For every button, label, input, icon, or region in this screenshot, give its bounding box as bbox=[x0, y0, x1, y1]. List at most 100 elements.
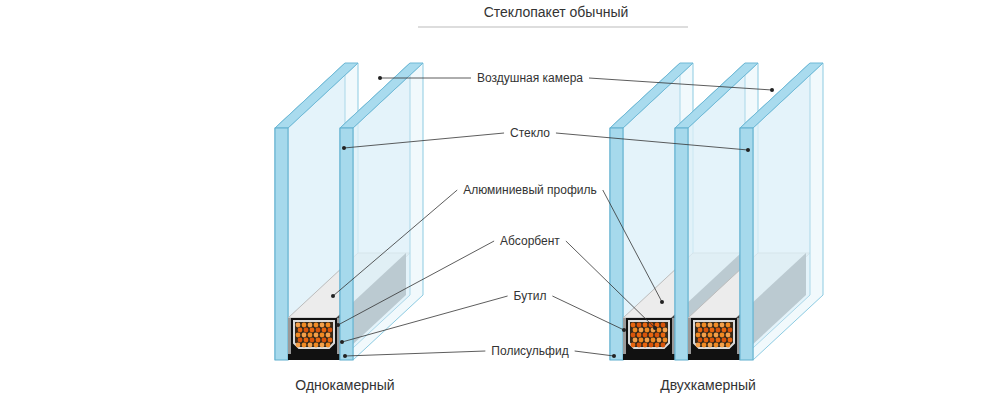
absorbent-grain bbox=[702, 333, 707, 338]
leader-dot bbox=[653, 326, 657, 330]
absorbent-grain bbox=[643, 333, 648, 338]
leader-dot bbox=[622, 328, 626, 332]
absorbent-grain bbox=[326, 333, 331, 338]
absorbent-grain bbox=[308, 333, 313, 338]
leader-line bbox=[575, 351, 614, 356]
absorbent-grain bbox=[314, 333, 319, 338]
leader-line bbox=[342, 296, 508, 342]
unit-caption: Двухкамерный bbox=[658, 378, 758, 392]
leader-line bbox=[566, 241, 655, 328]
leader-line bbox=[345, 351, 485, 356]
absorbent-grain bbox=[663, 338, 668, 343]
absorbent-grain bbox=[631, 343, 636, 348]
leader-line bbox=[344, 133, 504, 148]
absorbent-grain bbox=[310, 328, 315, 333]
absorbent-grain bbox=[314, 343, 319, 348]
absorbent-grain bbox=[326, 343, 331, 348]
leader-line bbox=[556, 133, 748, 150]
absorbent-grain bbox=[655, 333, 660, 338]
absorbent-grain bbox=[702, 343, 707, 348]
leader-line bbox=[333, 190, 457, 296]
absorbent-grain bbox=[298, 338, 303, 343]
absorbent-grain bbox=[328, 328, 333, 333]
absorbent-grain bbox=[708, 333, 713, 338]
leader-dot bbox=[343, 354, 347, 358]
part-label: Стекло bbox=[508, 126, 552, 140]
part-label: Полисульфид bbox=[489, 344, 570, 358]
absorbent-grain bbox=[320, 333, 325, 338]
leader-dot bbox=[331, 294, 335, 298]
absorbent-grain bbox=[304, 328, 309, 333]
absorbent-grain bbox=[649, 323, 654, 328]
diagram-title: Стеклопакет обычный bbox=[484, 4, 629, 20]
absorbent-grain bbox=[702, 323, 707, 328]
part-label: Воздушная камера bbox=[475, 71, 585, 85]
absorbent-grain bbox=[643, 343, 648, 348]
unit-caption: Однокамерный bbox=[293, 378, 396, 392]
leader-dot bbox=[746, 148, 750, 152]
absorbent-grain bbox=[633, 338, 638, 343]
absorbent-grain bbox=[314, 323, 319, 328]
absorbent-grain bbox=[657, 338, 662, 343]
butyl-strip bbox=[688, 318, 691, 354]
absorbent-grain bbox=[322, 338, 327, 343]
butyl-strip bbox=[623, 318, 626, 354]
leader-dot bbox=[342, 146, 346, 150]
absorbent-grain bbox=[655, 343, 660, 348]
absorbent-grain bbox=[320, 323, 325, 328]
absorbent-grain bbox=[722, 338, 727, 343]
leader-dot bbox=[612, 354, 616, 358]
absorbent-grain bbox=[720, 333, 725, 338]
absorbent-grain bbox=[637, 333, 642, 338]
leader-line bbox=[589, 78, 772, 90]
absorbent-grain bbox=[710, 328, 715, 333]
leader-dot bbox=[770, 88, 774, 92]
glass-edge bbox=[340, 128, 353, 360]
absorbent-grain bbox=[698, 338, 703, 343]
absorbent-grain bbox=[661, 343, 666, 348]
absorbent-grain bbox=[714, 323, 719, 328]
leader-dot bbox=[660, 300, 664, 304]
glass-edge bbox=[610, 128, 623, 360]
absorbent-grain bbox=[322, 328, 327, 333]
absorbent-grain bbox=[726, 323, 731, 328]
absorbent-grain bbox=[308, 323, 313, 328]
absorbent-grain bbox=[726, 333, 731, 338]
polysulfide-seal bbox=[688, 318, 740, 360]
absorbent-grain bbox=[645, 338, 650, 343]
leader-line bbox=[338, 241, 494, 325]
absorbent-grain bbox=[698, 328, 703, 333]
absorbent-grain bbox=[310, 338, 315, 343]
absorbent-grain bbox=[649, 343, 654, 348]
absorbent-grain bbox=[316, 338, 321, 343]
absorbent-grain bbox=[661, 333, 666, 338]
glazing-unit bbox=[275, 63, 423, 360]
absorbent-grain bbox=[302, 333, 307, 338]
absorbent-grain bbox=[720, 343, 725, 348]
absorbent-grain bbox=[704, 328, 709, 333]
absorbent-grain bbox=[663, 328, 668, 333]
absorbent-grain bbox=[296, 343, 301, 348]
absorbent-grain bbox=[710, 338, 715, 343]
absorbent-grain bbox=[728, 338, 733, 343]
absorbent-grain bbox=[298, 328, 303, 333]
absorbent-grain bbox=[320, 343, 325, 348]
absorbent-grain bbox=[696, 323, 701, 328]
absorbent-grain bbox=[714, 343, 719, 348]
glass-edge bbox=[675, 63, 758, 128]
leader-dot bbox=[378, 76, 382, 80]
butyl-strip bbox=[288, 318, 291, 354]
part-label: Абсорбент bbox=[498, 234, 562, 248]
absorbent-grain bbox=[716, 338, 721, 343]
absorbent-grain bbox=[649, 333, 654, 338]
part-label: Алюминиевый профиль bbox=[461, 183, 599, 197]
absorbent-grain bbox=[637, 343, 642, 348]
part-label: Бутил bbox=[512, 289, 549, 303]
glass-edge bbox=[675, 128, 688, 360]
absorbent-grain bbox=[726, 343, 731, 348]
glass-edge bbox=[340, 63, 423, 128]
absorbent-grain bbox=[722, 328, 727, 333]
absorbent-grain bbox=[633, 328, 638, 333]
absorbent-grain bbox=[696, 343, 701, 348]
